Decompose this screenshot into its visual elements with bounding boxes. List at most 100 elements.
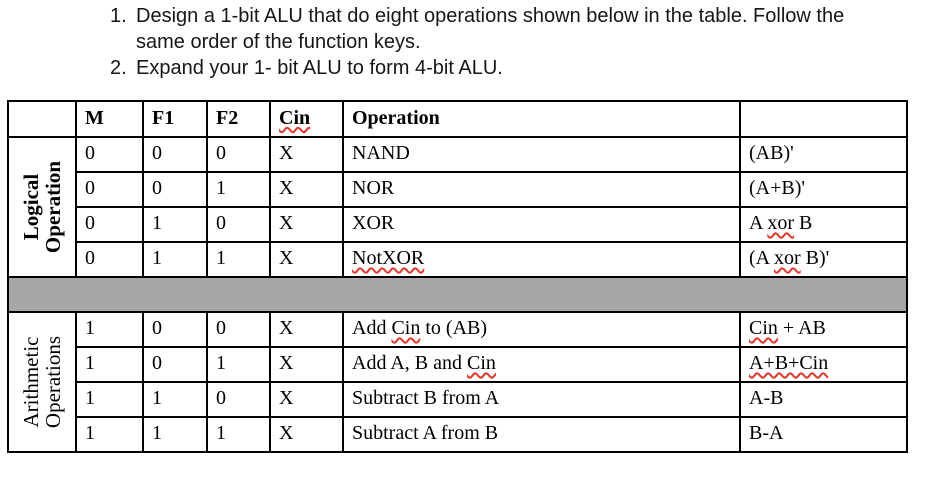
header-corner-cell (7, 100, 77, 138)
cell-f1: 0 (142, 171, 208, 208)
list-number: 2. (110, 57, 127, 79)
cell-m: 1 (75, 311, 144, 348)
cell-m: 0 (75, 241, 144, 278)
cell-operation: NotXOR (342, 241, 741, 278)
cell-f1: 1 (142, 206, 208, 243)
column-header-label: F2 (216, 106, 239, 129)
column-header-m: M (75, 100, 144, 138)
column-header-operation: Operation (342, 100, 741, 138)
text-segment: A+B+Cin (749, 352, 829, 374)
cell-cin: X (269, 206, 344, 243)
text-segment: Add A, B and (352, 352, 467, 374)
cell-f2: 1 (206, 416, 271, 453)
cell-result: A xor B (739, 206, 908, 243)
column-header-f1: F1 (142, 100, 208, 138)
text-segment: XOR (352, 212, 395, 234)
cell-f1: 1 (142, 416, 208, 453)
text-segment: to (AB) (420, 317, 488, 339)
text-segment: NOR (352, 177, 395, 199)
text-segment: Subtract A from B (352, 422, 499, 444)
cell-f2: 0 (206, 381, 271, 418)
group-label-line: Operation (41, 160, 65, 254)
column-header-result (739, 100, 908, 138)
text-segment: B (794, 212, 813, 234)
text-segment: NotXOR (352, 247, 425, 269)
text-segment: Cin (467, 352, 496, 374)
text-segment: B-A (749, 422, 784, 444)
group-label-line: Operations (41, 335, 65, 429)
cell-result: (A xor B)' (739, 241, 908, 278)
column-header-cin: Cin (269, 100, 344, 138)
cell-f2: 1 (206, 241, 271, 278)
cell-result: (A+B)' (739, 171, 908, 208)
text-segment: A (749, 212, 768, 234)
section-separator-bar (7, 276, 908, 313)
group-label-line: Arithmetic (19, 336, 43, 428)
cell-f2: 1 (206, 346, 271, 383)
cell-result: Cin + AB (739, 311, 908, 348)
cell-f1: 1 (142, 241, 208, 278)
cell-m: 0 (75, 171, 144, 208)
cell-result: A-B (739, 381, 908, 418)
text-segment: NAND (352, 142, 410, 164)
instruction-list: 1. Design a 1-bit ALU that do eight oper… (110, 3, 892, 81)
instruction-item: 1. Design a 1-bit ALU that do eight oper… (110, 3, 892, 55)
text-segment: A-B (749, 387, 784, 409)
instruction-item: 2. Expand your 1- bit ALU to form 4-bit … (110, 55, 892, 81)
text-segment: (AB)' (749, 142, 794, 164)
cell-operation: Add A, B and Cin (342, 346, 741, 383)
cell-result: (AB)' (739, 136, 908, 173)
column-header-label: Cin (279, 106, 311, 129)
cell-cin: X (269, 381, 344, 418)
cell-operation: Subtract A from B (342, 416, 741, 453)
cell-result: B-A (739, 416, 908, 453)
cell-f1: 0 (142, 136, 208, 173)
cell-f2: 0 (206, 206, 271, 243)
text-segment: + AB (777, 317, 826, 339)
instruction-text: Design a 1-bit ALU that do eight operati… (136, 5, 845, 53)
column-header-label: Operation (352, 106, 440, 129)
cell-f2: 0 (206, 136, 271, 173)
cell-f1: 1 (142, 381, 208, 418)
cell-f1: 0 (142, 311, 208, 348)
cell-cin: X (269, 311, 344, 348)
table-header-row: M F1 F2 Cin Operation (7, 100, 908, 138)
column-header-f2: F2 (206, 100, 271, 138)
cell-cin: X (269, 136, 344, 173)
cell-operation: Add Cin to (AB) (342, 311, 741, 348)
text-segment: xor (774, 247, 801, 269)
text-segment: Cin (749, 317, 778, 339)
text-segment: (A+B)' (749, 177, 805, 199)
table-header: M F1 F2 Cin Operation (7, 100, 908, 138)
cell-m: 1 (75, 381, 144, 418)
instruction-text: Expand your 1- bit ALU to form 4-bit ALU… (136, 57, 503, 79)
text-segment: Subtract B from A (352, 387, 500, 409)
cell-cin: X (269, 346, 344, 383)
text-segment: B)' (800, 247, 830, 269)
cell-f2: 1 (206, 171, 271, 208)
text-segment: Add (352, 317, 392, 339)
section-separator (7, 276, 908, 313)
column-header-label: M (85, 106, 104, 129)
cell-operation: XOR (342, 206, 741, 243)
cell-result: A+B+Cin (739, 346, 908, 383)
cell-operation: NAND (342, 136, 741, 173)
cell-m: 0 (75, 206, 144, 243)
list-number: 1. (110, 5, 127, 27)
cell-m: 1 (75, 416, 144, 453)
text-segment: Cin (391, 317, 421, 339)
cell-cin: X (269, 241, 344, 278)
